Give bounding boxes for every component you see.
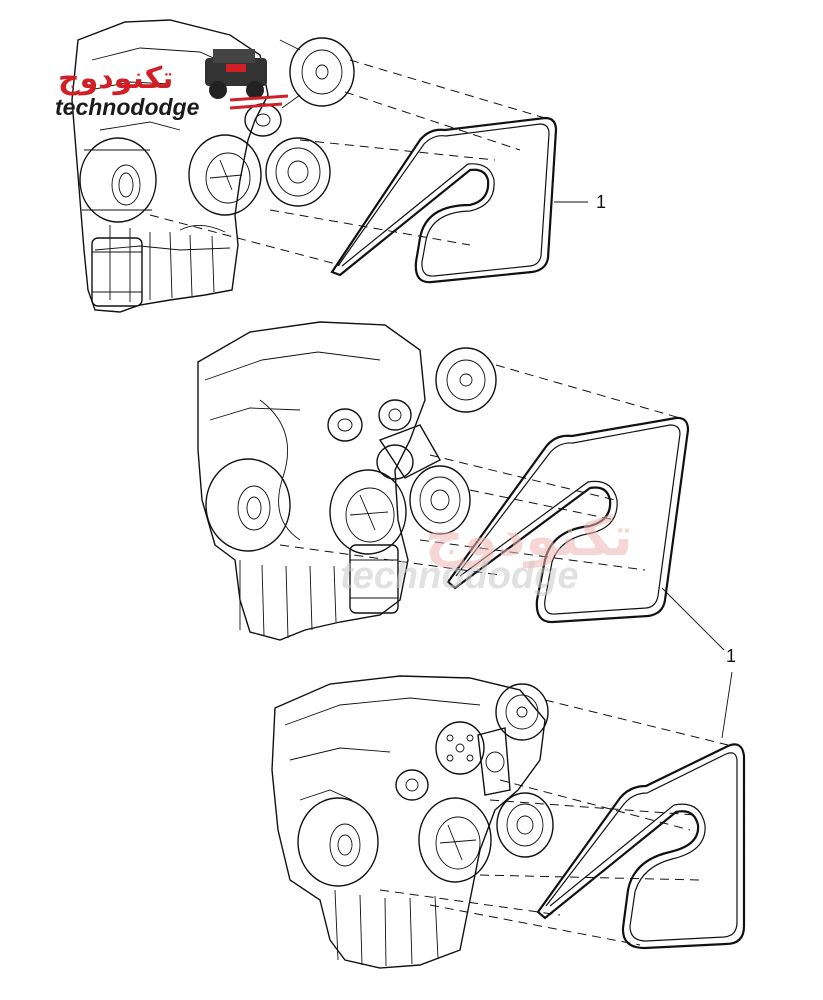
jeep-logo-icon bbox=[205, 49, 267, 99]
power-steering-pulley-bottom bbox=[495, 683, 549, 741]
watermark-latin-text: technododge bbox=[340, 555, 579, 597]
idler-pulley-middle bbox=[327, 399, 412, 442]
engine-view-top: 1 تكنودوج technododge bbox=[55, 19, 606, 313]
alternator-middle bbox=[205, 458, 291, 552]
ac-compressor-pulley-top bbox=[265, 137, 331, 207]
leader-lines-bottom bbox=[379, 699, 729, 946]
idler-pulley-top bbox=[244, 103, 282, 137]
tensioner-bottom bbox=[477, 727, 511, 796]
engine-view-bottom bbox=[271, 671, 746, 969]
alternator-top bbox=[79, 137, 157, 223]
serpentine-belt-bottom bbox=[536, 743, 746, 950]
engine-block-bottom bbox=[271, 675, 546, 969]
logo-arabic-text: تكنودوج bbox=[58, 61, 173, 96]
engine-block-middle bbox=[197, 321, 426, 641]
watermark-arabic-text: تكنودوج bbox=[425, 505, 633, 568]
ac-compressor-pulley-bottom bbox=[496, 792, 554, 858]
callout-top: 1 bbox=[596, 192, 606, 212]
technododge-logo: تكنودوج technododge bbox=[55, 49, 289, 120]
tensioner-middle bbox=[376, 424, 441, 480]
engine-view-middle: تكنودوج technododge bbox=[197, 321, 725, 651]
logo-swoosh-icon bbox=[229, 94, 289, 110]
ac-compressor-pulley-middle bbox=[409, 465, 471, 535]
callout-leader-middle bbox=[661, 587, 725, 651]
watermark: تكنودوج technododge bbox=[340, 505, 633, 597]
alternator-bottom bbox=[297, 797, 379, 887]
crankshaft-pulley-top bbox=[188, 134, 262, 216]
power-steering-pulley-top bbox=[279, 37, 355, 109]
crankshaft-pulley-bottom bbox=[418, 797, 492, 883]
crankshaft-pulley-middle bbox=[329, 469, 407, 555]
callout-lower: 1 bbox=[726, 646, 736, 666]
logo-latin-text: technododge bbox=[55, 94, 200, 120]
callout-leader-bottom bbox=[721, 671, 733, 739]
idler-pulley-bottom bbox=[395, 769, 429, 801]
engine-block-top bbox=[71, 19, 269, 313]
leader-lines-top bbox=[149, 59, 546, 266]
power-steering-pulley-middle bbox=[435, 347, 497, 413]
water-pump-pulley-bottom bbox=[435, 721, 485, 775]
serpentine-belt-top bbox=[330, 116, 558, 284]
serpentine-belt-middle bbox=[446, 416, 690, 624]
